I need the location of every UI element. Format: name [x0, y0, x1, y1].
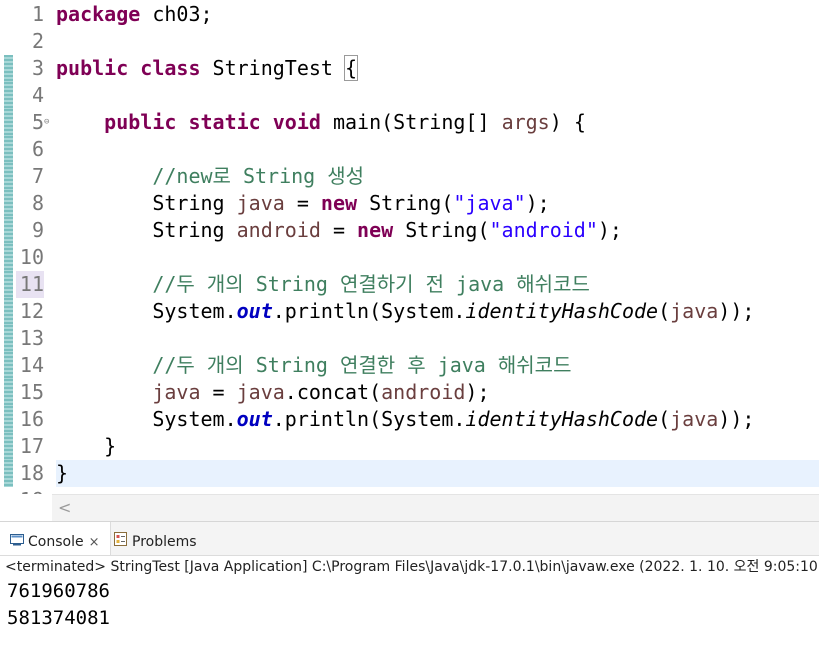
change-marker: [4, 298, 13, 325]
code-line[interactable]: package ch03;: [56, 2, 213, 26]
line-number: 7: [31, 164, 44, 188]
line-number: 10: [19, 245, 44, 269]
change-marker: [4, 271, 13, 298]
code-line[interactable]: }: [56, 460, 819, 487]
change-marker: [4, 217, 13, 244]
code-line[interactable]: [56, 487, 819, 494]
line-number: 14: [19, 353, 44, 377]
console-status: <terminated> StringTest [Java Applicatio…: [5, 559, 818, 575]
horizontal-scrollbar[interactable]: <: [52, 494, 819, 521]
change-marker: [4, 190, 13, 217]
change-marker: [4, 82, 13, 109]
code-line[interactable]: String android = new String("android");: [56, 218, 622, 242]
change-marker: [4, 136, 13, 163]
tab-problems[interactable]: Problems: [112, 522, 212, 555]
console-icon: [10, 522, 24, 562]
change-marker: [4, 379, 13, 406]
console-panel: Console × Problems <terminated> StringTes…: [0, 521, 819, 651]
code-line[interactable]: [56, 82, 819, 109]
tab-console-label: Console: [28, 534, 84, 550]
change-marker: [4, 55, 13, 82]
change-marker: [4, 163, 13, 190]
code-line[interactable]: [56, 325, 819, 352]
line-number: 19: [16, 487, 44, 494]
code-line[interactable]: public static void main(String[] args) {: [104, 110, 586, 134]
change-marker: [4, 460, 13, 487]
scroll-left-icon[interactable]: <: [58, 498, 72, 517]
code-line[interactable]: java = java.concat(android);: [152, 380, 490, 404]
line-number: 9: [31, 218, 44, 242]
code-line[interactable]: //new로 String 생성: [152, 164, 365, 188]
fold-collapse-icon[interactable]: ⊖: [44, 117, 50, 127]
code-line[interactable]: System.out.println(System.identityHashCo…: [56, 299, 755, 323]
console-tab-bar: Console × Problems: [0, 522, 819, 556]
line-number: 6: [31, 137, 44, 161]
code-line[interactable]: [56, 136, 819, 163]
code-line[interactable]: public class StringTest {: [56, 55, 359, 81]
code-line[interactable]: //두 개의 String 연결한 후 java 해쉬코드: [152, 353, 572, 377]
console-output-line: 761960786: [7, 580, 110, 602]
line-number: 16: [19, 407, 44, 431]
code-line[interactable]: [56, 244, 819, 271]
line-number: 13: [19, 326, 44, 350]
change-marker: [4, 352, 13, 379]
line-number: 2: [31, 29, 44, 53]
line-number: 8: [31, 191, 44, 215]
change-marker: [4, 406, 13, 433]
code-line[interactable]: System.out.println(System.identityHashCo…: [56, 407, 755, 431]
tab-problems-label: Problems: [132, 534, 197, 550]
change-marker: [4, 325, 13, 352]
problems-icon: [114, 522, 128, 562]
line-number: 4: [31, 83, 44, 107]
line-number: 11: [16, 271, 44, 298]
console-output-line: 581374081: [7, 607, 110, 629]
line-number: 1: [31, 2, 44, 26]
change-marker: [4, 433, 13, 460]
line-number: 17: [19, 434, 44, 458]
change-marker: [4, 109, 13, 136]
code-line[interactable]: }: [56, 434, 117, 458]
change-marker: [4, 244, 13, 271]
line-number: 12: [19, 299, 44, 323]
line-number: 15: [19, 380, 44, 404]
close-icon[interactable]: ×: [88, 535, 100, 550]
tab-console[interactable]: Console ×: [0, 522, 111, 555]
line-number: 18: [19, 461, 44, 485]
code-line[interactable]: //두 개의 String 연결하기 전 java 해쉬코드: [152, 272, 590, 296]
line-number: 3: [31, 56, 44, 80]
code-line[interactable]: [56, 28, 819, 55]
line-number: 5: [31, 110, 44, 134]
gutter-bottom: [0, 494, 52, 520]
code-line[interactable]: String java = new String("java");: [56, 191, 550, 215]
